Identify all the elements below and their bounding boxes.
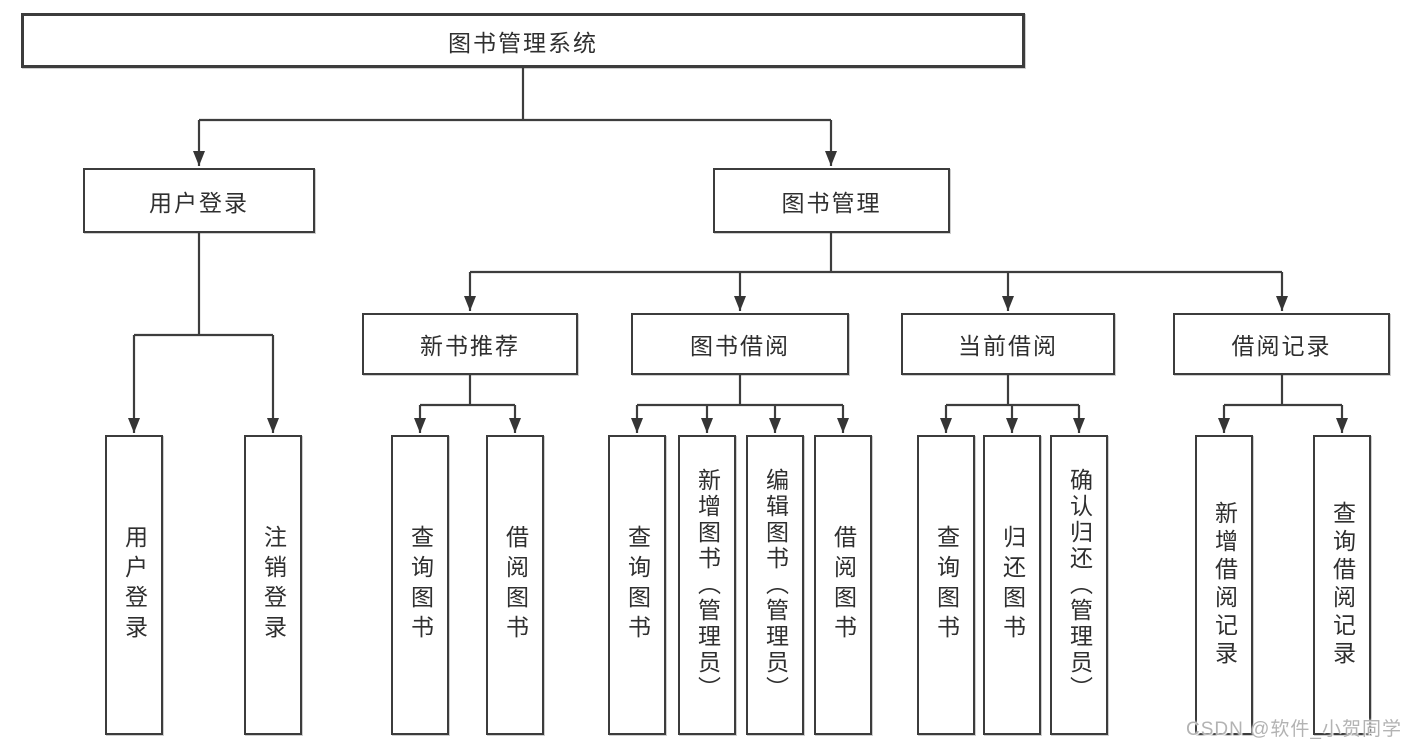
leaf-borrow-query: 查询图书 <box>608 435 666 735</box>
node-book-management-branch: 图书管理 <box>713 168 950 233</box>
node-section-book-borrow: 图书借阅 <box>631 313 849 375</box>
node-section-new-book: 新书推荐 <box>362 313 578 375</box>
node-section-borrow-record: 借阅记录 <box>1173 313 1390 375</box>
leaf-current-confirm-admin: 确认归还（管理员） <box>1050 435 1108 735</box>
csdn-watermark: CSDN @软件_小贺同学 <box>1186 719 1402 740</box>
node-user-login-branch: 用户登录 <box>83 168 315 233</box>
leaf-current-return: 归还图书 <box>983 435 1041 735</box>
connector-borrow-trunk <box>637 375 843 407</box>
connector-root-trunk <box>199 68 831 122</box>
leaf-record-query: 查询借阅记录 <box>1313 435 1371 735</box>
leaf-user-login: 用户登录 <box>105 435 163 735</box>
node-root-system: 图书管理系统 <box>21 13 1025 68</box>
leaf-borrow-book: 借阅图书 <box>814 435 872 735</box>
leaf-borrow-add-admin: 新增图书（管理员） <box>678 435 736 735</box>
leaf-current-query: 查询图书 <box>917 435 975 735</box>
leaf-borrow-edit-admin: 编辑图书（管理员） <box>746 435 804 735</box>
connector-current-trunk <box>946 375 1079 407</box>
leaf-logout: 注销登录 <box>244 435 302 735</box>
leaf-newbook-borrow: 借阅图书 <box>486 435 544 735</box>
connector-record-trunk <box>1224 375 1342 407</box>
connector-login-trunk <box>134 233 273 337</box>
connector-management-trunk <box>470 233 1282 274</box>
leaf-newbook-query: 查询图书 <box>391 435 449 735</box>
leaf-record-add: 新增借阅记录 <box>1195 435 1253 735</box>
connector-newbook-trunk <box>420 375 515 407</box>
node-section-current-borrow: 当前借阅 <box>901 313 1115 375</box>
